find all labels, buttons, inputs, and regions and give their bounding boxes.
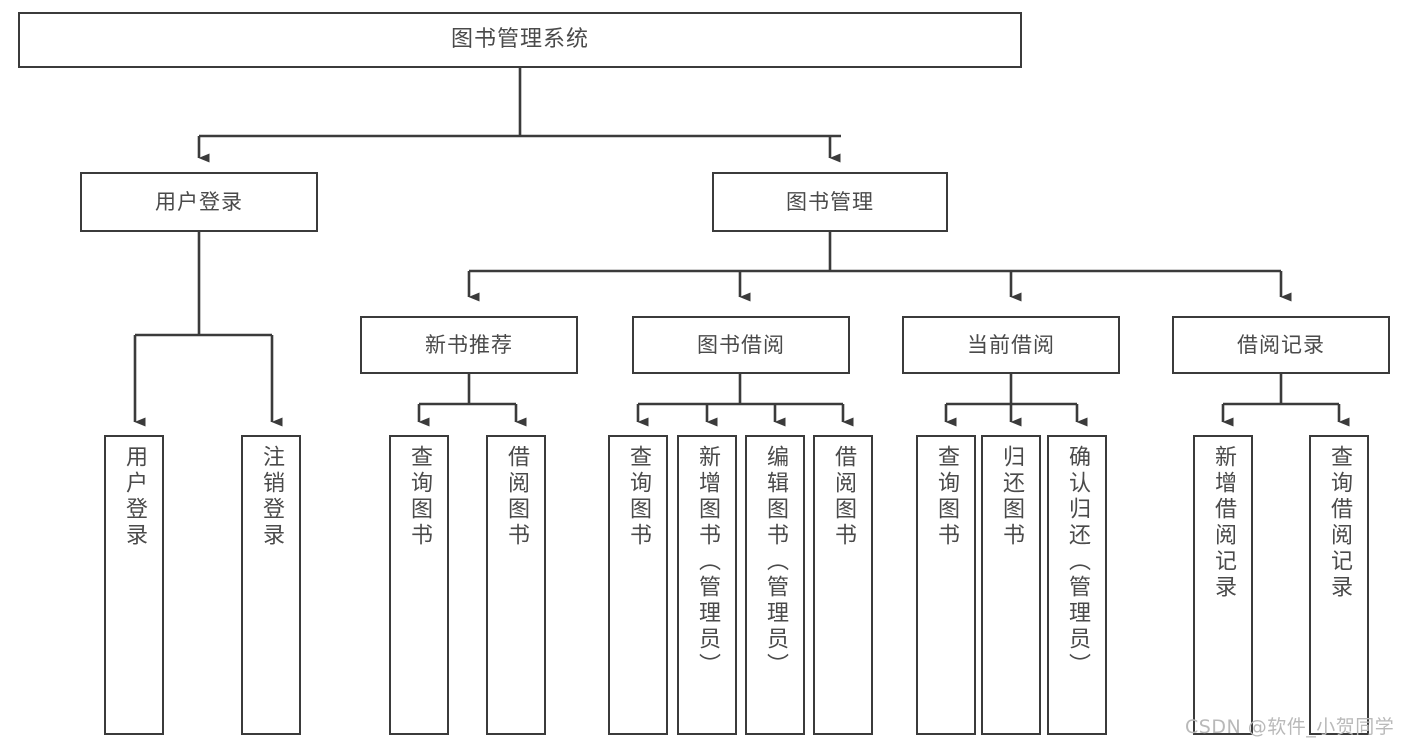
node-label: 借阅图书 [831, 445, 856, 549]
leaf-query-book-borrow[interactable]: 查询图书 [608, 435, 668, 735]
node-label: 查询图书 [407, 445, 432, 549]
node-label: 查询图书 [626, 445, 651, 549]
node-root-system[interactable]: 图书管理系统 [18, 12, 1022, 68]
node-label: 图书借阅 [697, 332, 785, 357]
node-label: 编辑图书（管理员） [763, 445, 788, 679]
leaf-confirm-return-admin[interactable]: 确认归还（管理员） [1047, 435, 1107, 735]
leaf-borrow-book[interactable]: 借阅图书 [813, 435, 873, 735]
node-label: 图书管理系统 [450, 27, 589, 53]
csdn-watermark: CSDN @软件_小贺同学 [1185, 716, 1395, 738]
leaf-query-book-current[interactable]: 查询图书 [916, 435, 976, 735]
node-label: 新增图书（管理员） [695, 445, 720, 679]
leaf-query-book-recommend[interactable]: 查询图书 [389, 435, 449, 735]
node-label: 新增借阅记录 [1211, 445, 1236, 601]
leaf-add-borrow-record[interactable]: 新增借阅记录 [1193, 435, 1253, 735]
leaf-query-borrow-record[interactable]: 查询借阅记录 [1309, 435, 1369, 735]
leaf-edit-book-admin[interactable]: 编辑图书（管理员） [745, 435, 805, 735]
node-label: 确认归还（管理员） [1065, 445, 1090, 679]
node-label: 用户登录 [155, 189, 243, 214]
node-label: 当前借阅 [967, 332, 1055, 357]
node-current-borrow[interactable]: 当前借阅 [902, 316, 1120, 374]
leaf-logout-login[interactable]: 注销登录 [241, 435, 301, 735]
node-label: 查询图书 [934, 445, 959, 549]
node-user-login[interactable]: 用户登录 [80, 172, 318, 232]
node-label: 用户登录 [122, 445, 147, 549]
node-label: 借阅记录 [1237, 332, 1325, 357]
leaf-return-book[interactable]: 归还图书 [981, 435, 1041, 735]
node-label: 新书推荐 [425, 332, 513, 357]
leaf-user-login[interactable]: 用户登录 [104, 435, 164, 735]
node-label: 借阅图书 [504, 445, 529, 549]
node-label: 图书管理 [786, 189, 874, 214]
node-label: 查询借阅记录 [1327, 445, 1352, 601]
node-borrow-record[interactable]: 借阅记录 [1172, 316, 1390, 374]
leaf-add-book-admin[interactable]: 新增图书（管理员） [677, 435, 737, 735]
node-new-book-recommend[interactable]: 新书推荐 [360, 316, 578, 374]
node-label: 归还图书 [999, 445, 1024, 549]
leaf-borrow-book-recommend[interactable]: 借阅图书 [486, 435, 546, 735]
node-book-borrow[interactable]: 图书借阅 [632, 316, 850, 374]
node-book-management[interactable]: 图书管理 [712, 172, 948, 232]
node-label: 注销登录 [259, 445, 284, 549]
